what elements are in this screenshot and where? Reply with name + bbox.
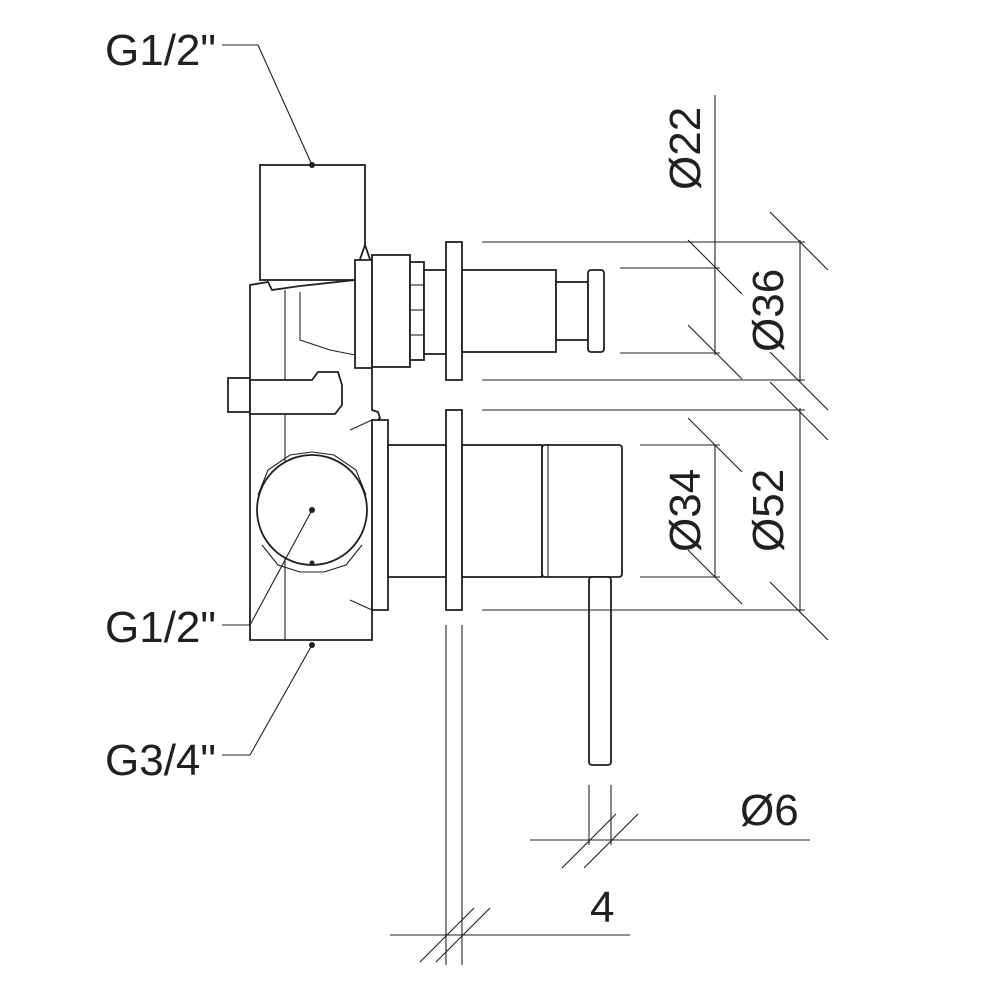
top-inlet-pipe bbox=[259, 164, 366, 281]
upper-nut-left bbox=[354, 259, 373, 369]
label-dia-34: Ø34 bbox=[661, 469, 710, 552]
handle-cap bbox=[541, 444, 623, 578]
label-dia-52: Ø52 bbox=[744, 469, 793, 552]
dimension-lines bbox=[222, 44, 829, 965]
diverter-knob bbox=[461, 269, 605, 353]
valve-body bbox=[227, 162, 447, 648]
lower-wall-plate bbox=[445, 409, 463, 611]
label-thread-middle: G1/2" bbox=[105, 603, 216, 652]
label-dia-22: Ø22 bbox=[661, 107, 710, 190]
handle-body bbox=[461, 444, 543, 578]
handle-base bbox=[387, 444, 447, 578]
label-dim-4: 4 bbox=[590, 883, 614, 932]
wall-plates bbox=[445, 241, 463, 611]
upper-wall-plate bbox=[445, 241, 463, 381]
side-outlet bbox=[249, 371, 343, 415]
label-dia-36: Ø36 bbox=[744, 269, 793, 352]
hub-teeth bbox=[257, 451, 367, 496]
leader-thread-top bbox=[222, 44, 313, 166]
side-outlet-cap bbox=[227, 377, 251, 413]
upper-nut-thread bbox=[409, 261, 425, 361]
leader-thread-bottom bbox=[222, 644, 313, 756]
diverter-cap bbox=[587, 269, 605, 353]
label-thread-top: G1/2" bbox=[105, 26, 216, 75]
diverter-neck bbox=[555, 281, 589, 341]
upper-nut bbox=[371, 254, 411, 368]
diverter-sleeve bbox=[461, 269, 557, 353]
upper-stem-collar bbox=[423, 269, 447, 355]
lower-flange-ring bbox=[371, 419, 389, 611]
mixer-handle bbox=[387, 444, 623, 766]
handle-lever bbox=[588, 576, 612, 766]
body-inner-curve bbox=[299, 292, 356, 356]
label-dia-6: Ø6 bbox=[740, 786, 799, 835]
label-thread-bottom: G3/4" bbox=[105, 736, 216, 785]
leader-thread-middle bbox=[222, 509, 313, 626]
